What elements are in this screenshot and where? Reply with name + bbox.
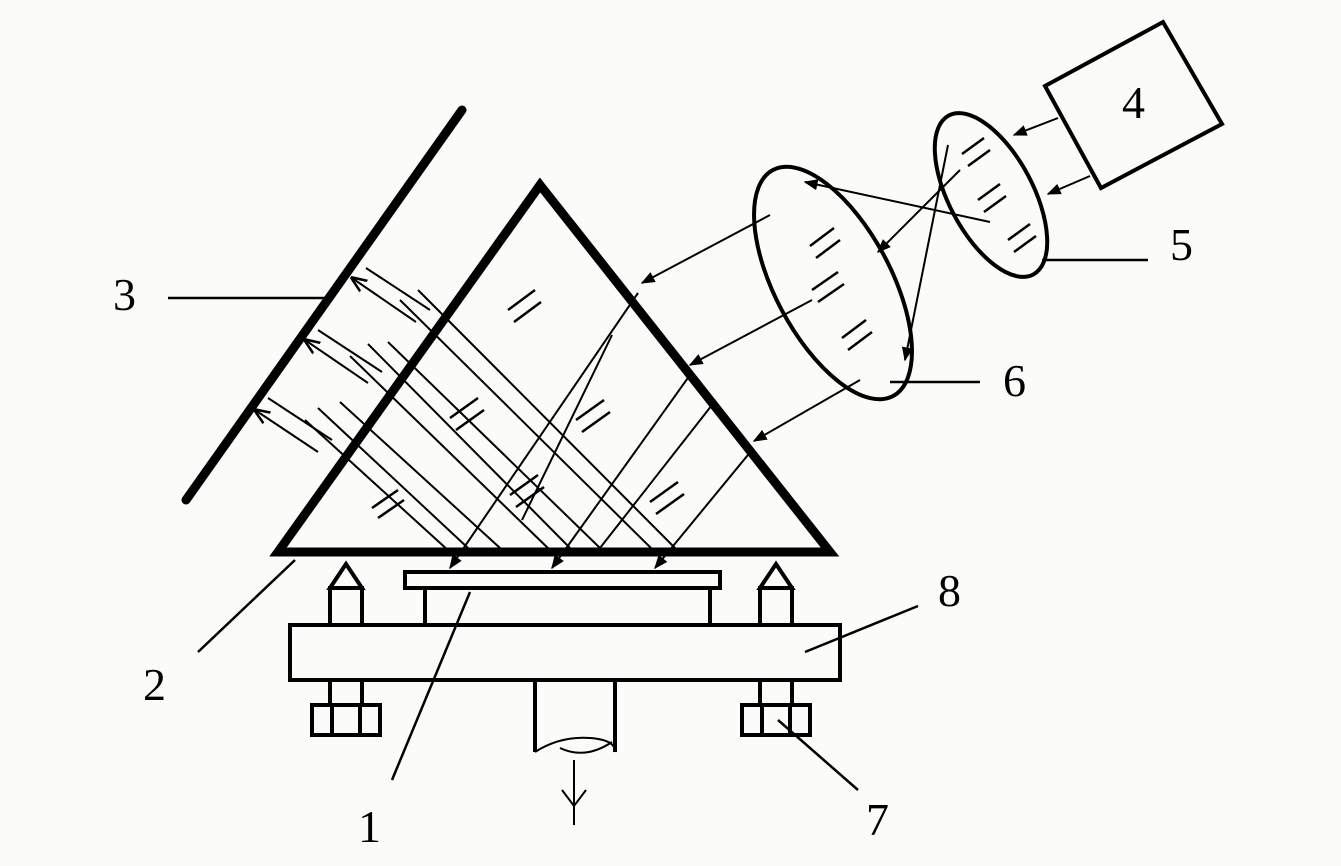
label-6: 6 bbox=[1003, 355, 1026, 406]
label-1: 1 bbox=[358, 801, 381, 852]
right-adjust-screw bbox=[740, 680, 812, 737]
light-source bbox=[1042, 19, 1225, 191]
internal-rays-down bbox=[449, 292, 753, 570]
screen bbox=[181, 105, 467, 505]
lens-cross-rays bbox=[803, 144, 991, 362]
central-shaft bbox=[533, 680, 617, 825]
internal-rays-up bbox=[304, 289, 676, 553]
base-table bbox=[288, 623, 842, 682]
prism bbox=[269, 177, 840, 557]
right-support-pin bbox=[756, 560, 796, 627]
label-3: 3 bbox=[113, 269, 136, 320]
exit-rays bbox=[255, 267, 431, 453]
collimated-rays bbox=[640, 214, 861, 442]
left-support-pin bbox=[326, 560, 366, 627]
label-7: 7 bbox=[866, 794, 889, 845]
glass-hatching bbox=[371, 136, 1037, 520]
label-4: 4 bbox=[1122, 77, 1145, 128]
left-adjust-screw bbox=[310, 680, 382, 737]
label-8: 8 bbox=[938, 565, 961, 616]
source-rays bbox=[1012, 117, 1091, 195]
lens-large bbox=[752, 164, 914, 402]
sample-plate bbox=[403, 570, 722, 590]
label-5: 5 bbox=[1170, 219, 1193, 270]
label-2: 2 bbox=[143, 659, 166, 710]
leader-lines bbox=[168, 258, 1148, 791]
